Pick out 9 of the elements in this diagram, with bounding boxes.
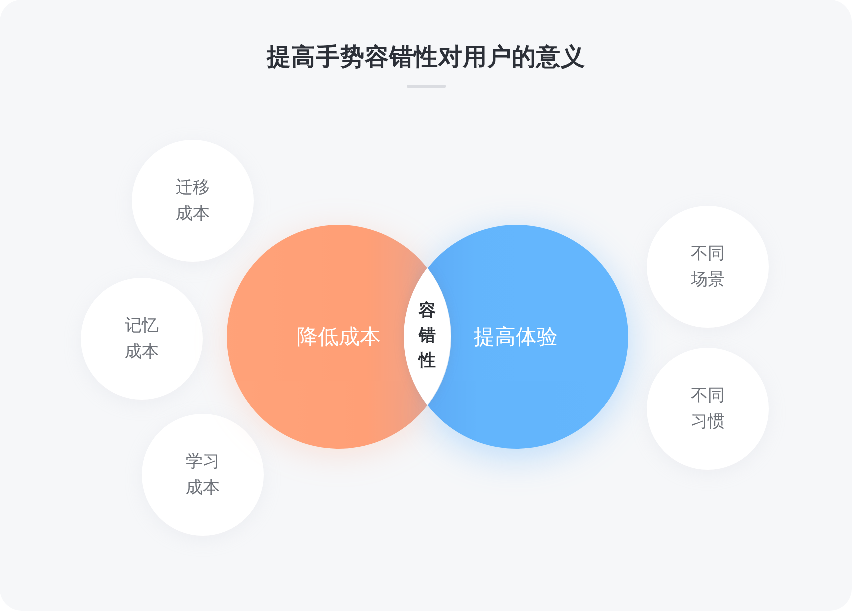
circle-label: 不同场景 xyxy=(690,243,726,292)
circle-label: 不同习惯 xyxy=(690,385,726,434)
diagram-title: 提高手势容错性对用户的意义 xyxy=(266,42,586,73)
circle-label: 记忆成本 xyxy=(124,315,160,364)
circle-label: 降低成本 xyxy=(297,324,381,351)
circle-label: 迁移成本 xyxy=(176,177,210,226)
circle-label: 提高体验 xyxy=(474,324,558,351)
circle-label: 学习成本 xyxy=(186,451,220,500)
lens-label: 容错性 xyxy=(418,300,436,374)
